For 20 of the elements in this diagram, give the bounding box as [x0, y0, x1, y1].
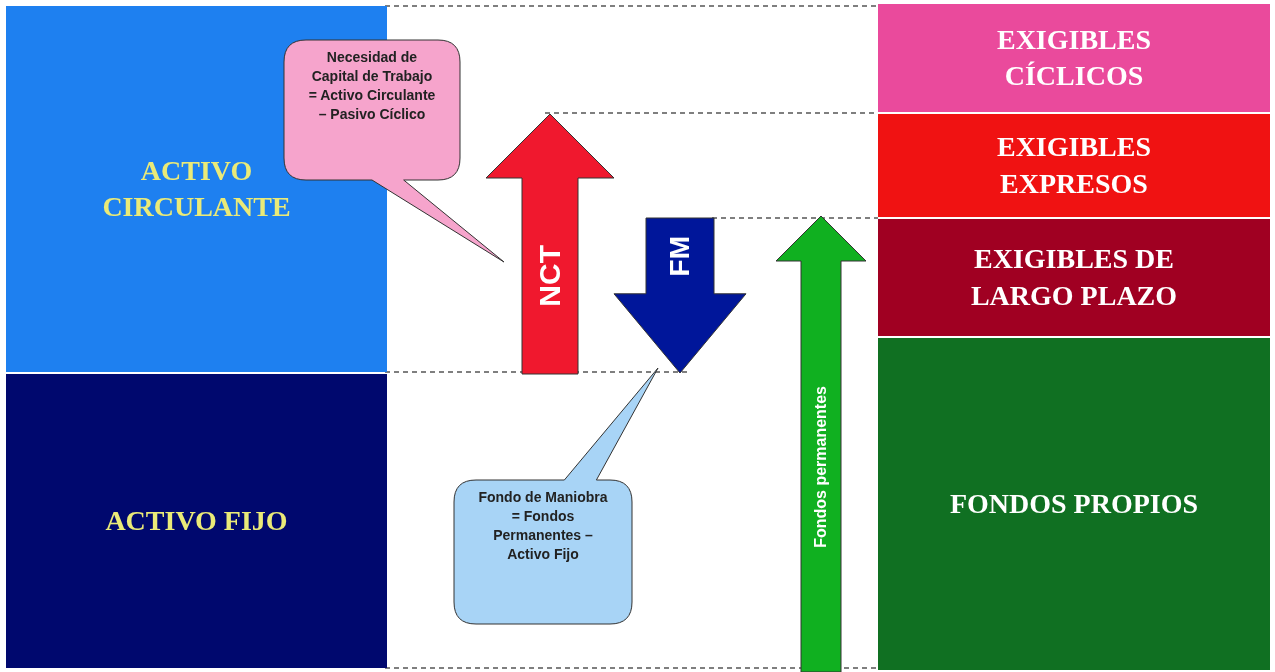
block-label: FONDOS PROPIOS [949, 486, 1199, 521]
liability-block [878, 4, 1270, 112]
block-label: EXIGIBLES DE LARGO PLAZO [969, 242, 1179, 313]
bubble-text: Necesidad de Capital de Trabajo = Activo Circulante – Pasivo Cíclico [307, 48, 437, 124]
block-label: ACTIVO CIRCULANTE [101, 153, 292, 224]
downward-marker [614, 218, 746, 373]
upward-marker [486, 114, 614, 374]
bubble-text: Fondo de Maniobra = Fondos Permanentes – Activo Fijo [477, 488, 609, 564]
block-label: ACTIVO FIJO [105, 503, 288, 538]
asset-block [6, 374, 387, 668]
equity-block [878, 338, 1270, 670]
upward-marker [776, 216, 866, 672]
speech-bubble [454, 366, 660, 624]
arrow-label: Fondos permanentes [812, 385, 830, 548]
block-label: EXIGIBLES EXPRESOS [995, 130, 1153, 201]
arrow-label: NCT [533, 245, 567, 307]
arrow-label: FM [664, 235, 696, 277]
liability-block [878, 219, 1270, 336]
liability-block [878, 114, 1270, 217]
block-label: EXIGIBLES CÍCLICOS [995, 22, 1153, 93]
